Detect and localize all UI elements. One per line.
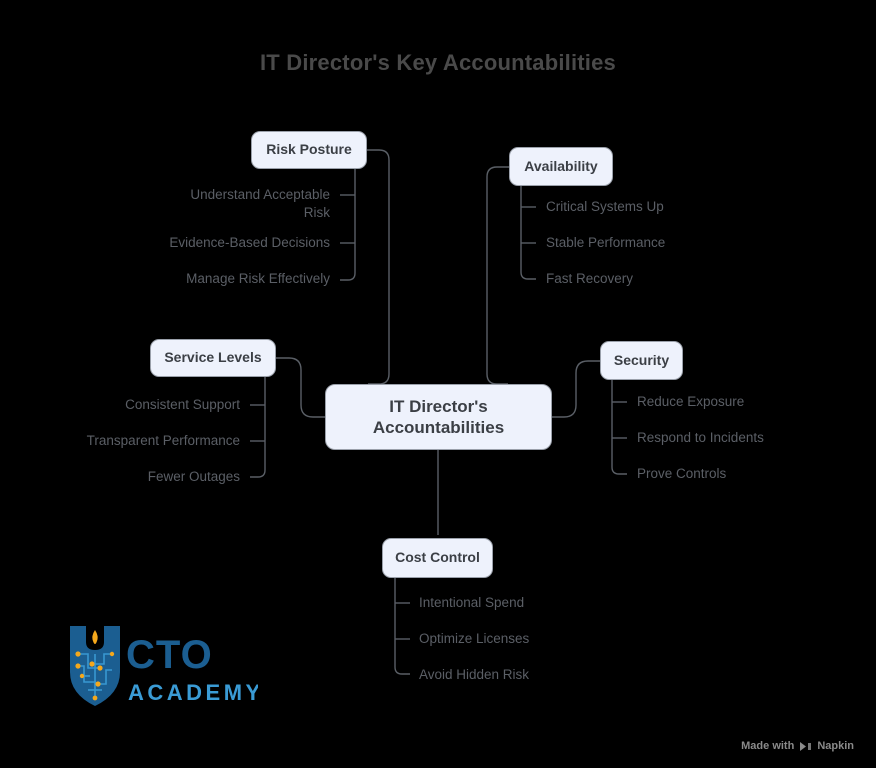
watermark-brand: Napkin: [817, 740, 854, 752]
spine-risk-posture: [340, 168, 356, 281]
branch-label-cost-control: Cost Control: [395, 549, 480, 566]
leaf-service-levels-1: Transparent Performance: [86, 433, 240, 448]
branch-label-service-levels: Service Levels: [164, 349, 262, 366]
branch-node-cost-control[interactable]: Cost Control: [382, 538, 493, 578]
leaf-risk-posture-0: Understand Acceptable Risk: [190, 187, 330, 221]
leaf-availability-1: Stable Performance: [546, 235, 666, 250]
branch-node-availability[interactable]: Availability: [509, 147, 613, 186]
center-node[interactable]: IT Director's Accountabilities: [325, 384, 552, 450]
leaf-risk-posture-1: Evidence-Based Decisions: [169, 235, 330, 250]
branch-node-service-levels[interactable]: Service Levels: [150, 339, 276, 377]
logo-word-top: CTO: [126, 633, 213, 677]
connector-risk-posture: [367, 149, 390, 385]
leaf-availability-2: Fast Recovery: [546, 271, 634, 286]
spine-availability: [520, 185, 536, 280]
branch-node-security[interactable]: Security: [600, 341, 683, 380]
center-node-label: IT Director's Accountabilities: [372, 396, 505, 437]
branch-node-risk-posture[interactable]: Risk Posture: [251, 131, 367, 169]
leaf-cost-control-0: Intentional Spend: [419, 595, 525, 610]
leaf-availability-0: Critical Systems Up: [546, 199, 664, 214]
watermark: Made with Napkin: [741, 740, 854, 752]
connector-service-levels: [276, 357, 325, 418]
napkin-logo-icon: [800, 741, 812, 751]
branch-label-availability: Availability: [524, 157, 598, 174]
leaf-cost-control-1: Optimize Licenses: [419, 631, 530, 646]
logo-word-bottom: ACADEMY: [128, 680, 258, 705]
leaf-security-1: Respond to Incidents: [637, 430, 764, 445]
connector-availability: [486, 166, 509, 385]
branch-label-security: Security: [613, 351, 670, 368]
spine-cost-control: [394, 578, 410, 675]
page-title: IT Director's Key Accountabilities: [260, 50, 616, 75]
watermark-text: Made with: [741, 740, 795, 752]
leaf-service-levels-2: Fewer Outages: [147, 469, 240, 484]
leaf-service-levels-0: Consistent Support: [125, 397, 240, 412]
leaf-security-2: Prove Controls: [637, 466, 727, 481]
branch-label-risk-posture: Risk Posture: [266, 141, 352, 158]
leaf-cost-control-2: Avoid Hidden Risk: [419, 667, 530, 682]
spine-service-levels: [250, 376, 266, 478]
spine-security: [611, 379, 627, 475]
leaf-risk-posture-2: Manage Risk Effectively: [186, 271, 330, 286]
leaf-security-0: Reduce Exposure: [637, 394, 745, 409]
cto-academy-logo: CTO ACADEMY: [62, 620, 260, 712]
connector-security: [552, 360, 600, 418]
